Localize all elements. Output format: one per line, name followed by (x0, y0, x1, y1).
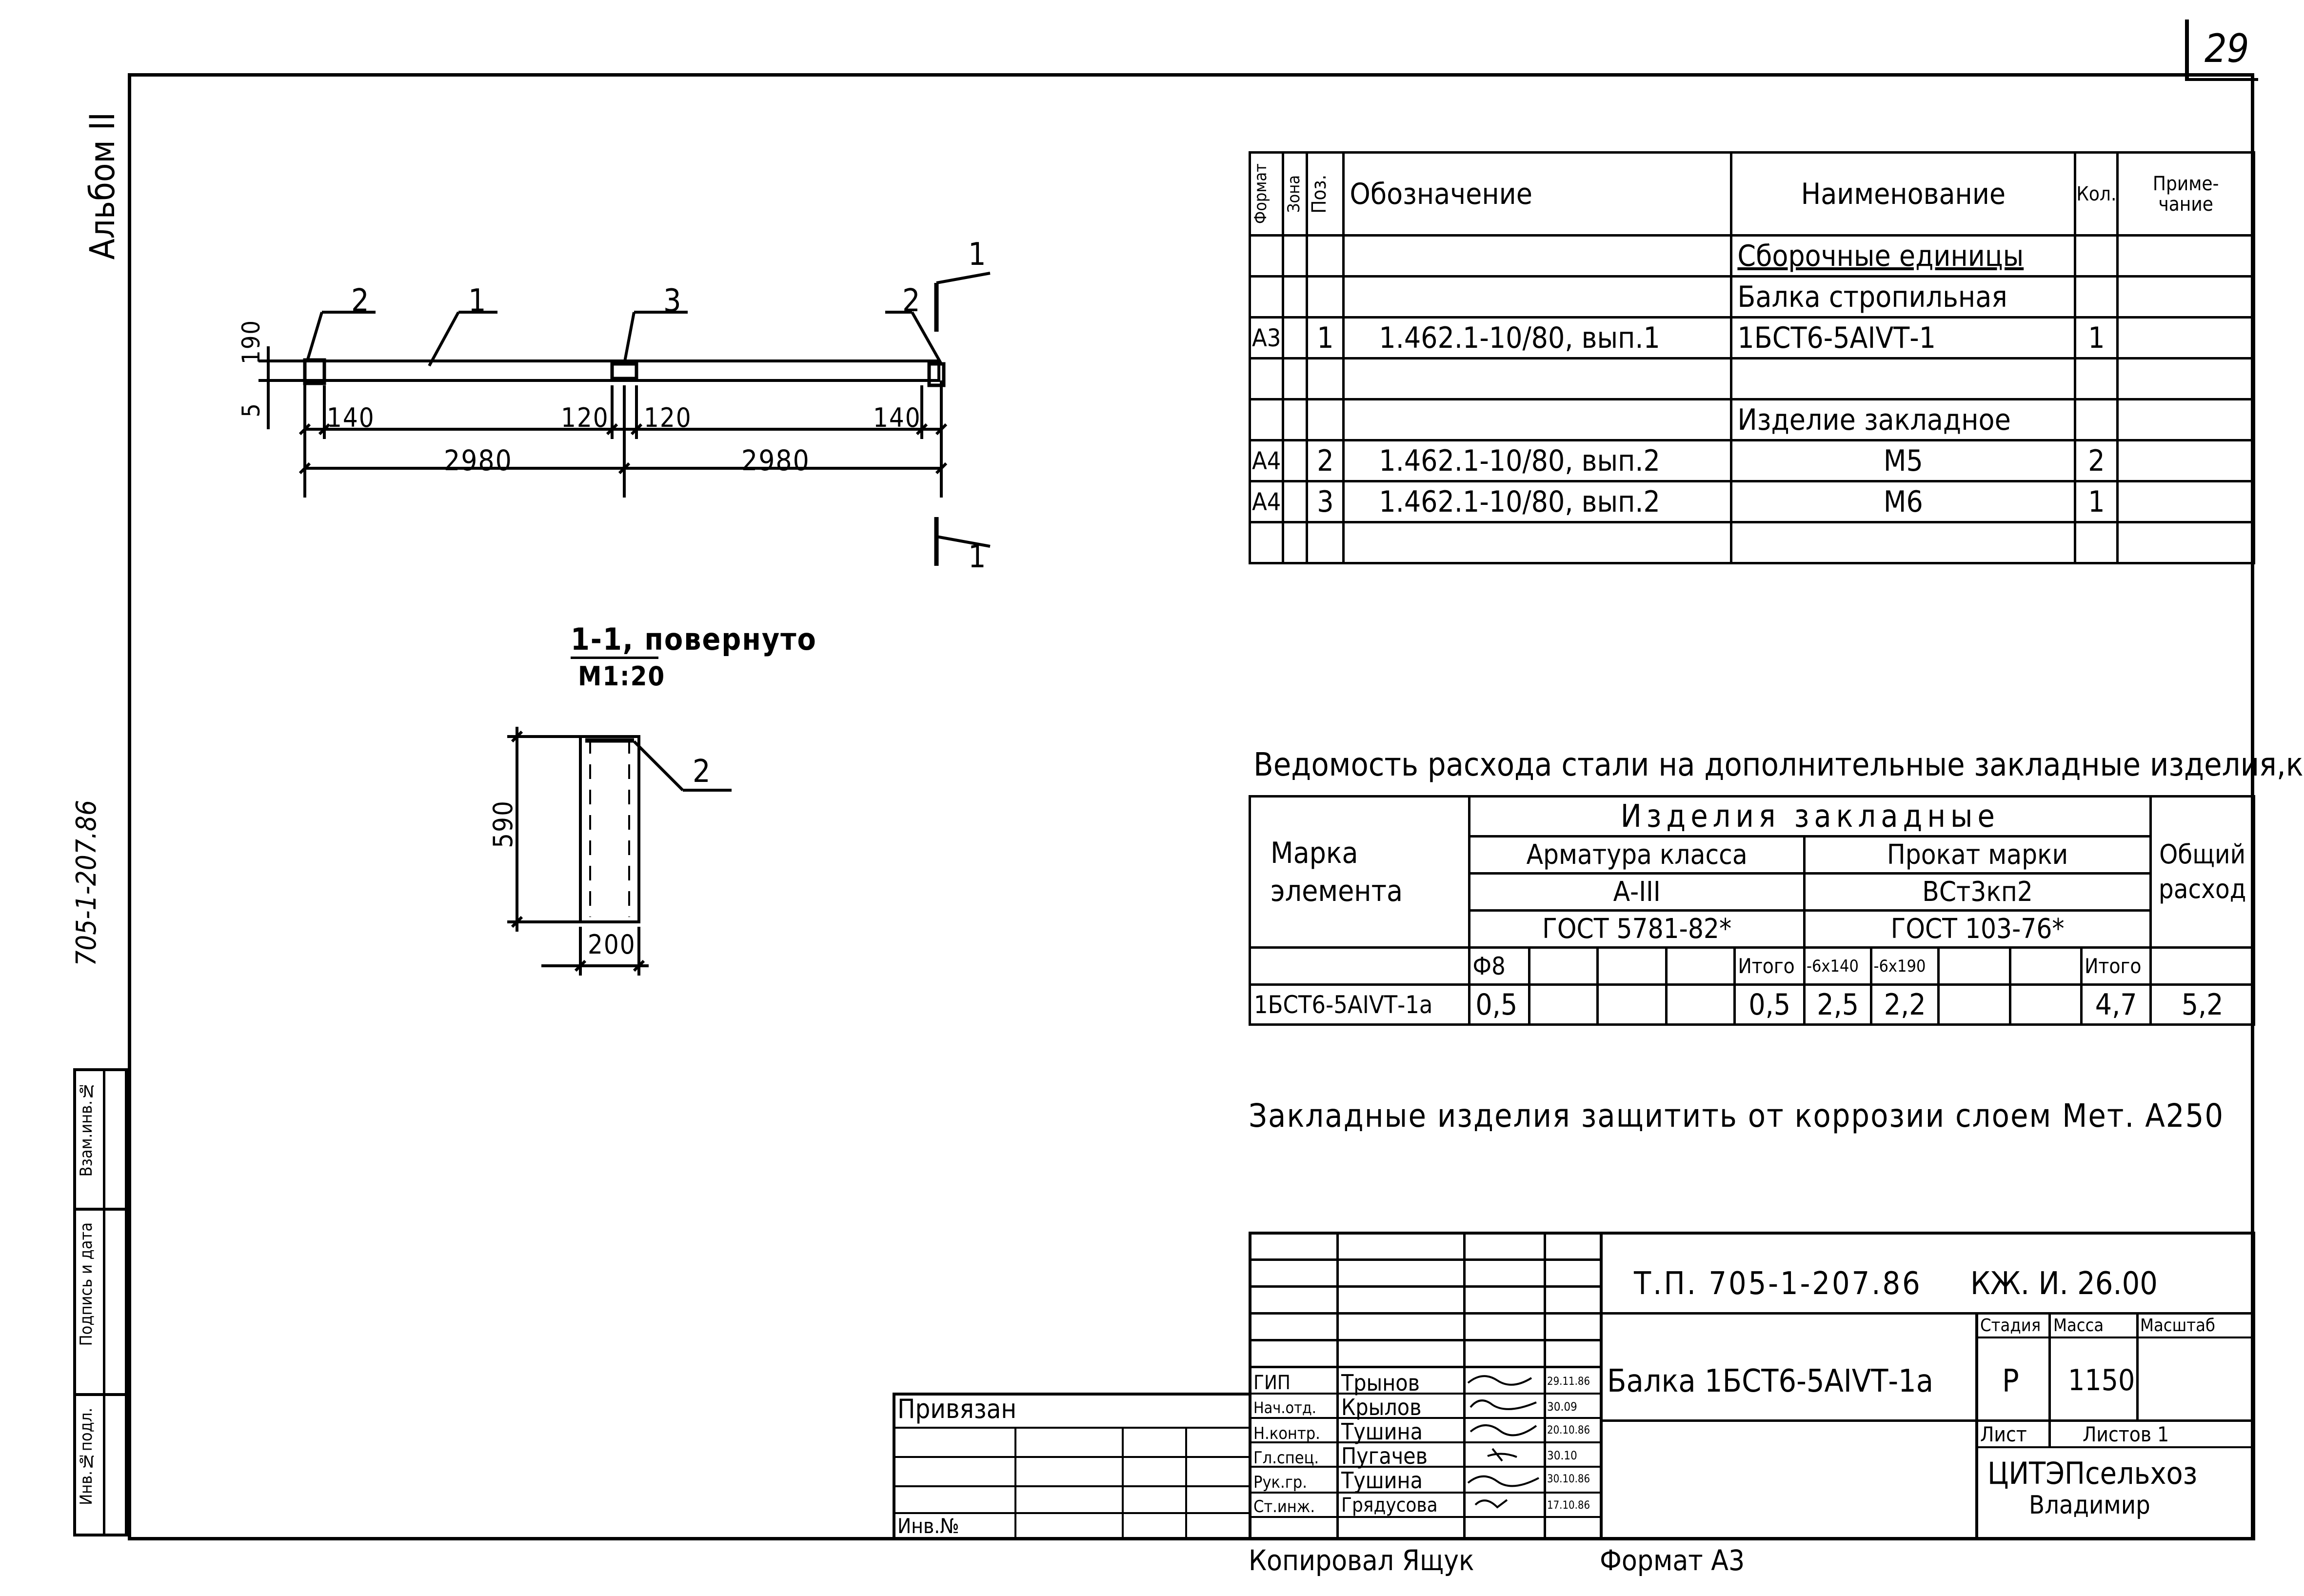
side-stamp-label: Взам.инв.№ (77, 1081, 96, 1177)
steel-data-row: 1БСТ6-5АIVТ-1а 0,5 0,5 2,5 2,2 4,7 5,2 (1248, 983, 2255, 1026)
dim-120: 120 (561, 402, 609, 433)
spec-row (1248, 521, 2255, 564)
spec-row: Балка стропильная (1248, 275, 2255, 319)
steel-profile-header: Прокат марки (1803, 835, 2152, 875)
spec-header-note: Приме- чание (2116, 151, 2255, 237)
spec-header-zone: Зона (1284, 175, 1304, 213)
spec-header-designation: Обозначение (1342, 151, 1733, 237)
spec-row (1248, 357, 2255, 400)
steel-profile-grade: ВСт3кп2 (1803, 872, 2152, 912)
dim-140: 140 (873, 402, 921, 433)
beam-callout: 3 (663, 283, 682, 319)
spec-row: А4 3 1.462.1-10/80, вып.2 М6 1 (1248, 480, 2255, 523)
corrosion-note: Закладные изделия защитить от коррозии с… (1249, 1097, 2225, 1135)
dim-190: 190 (237, 319, 265, 364)
steel-mark-header: Марка элемента (1248, 795, 1471, 949)
steel-rebar-class: Арматура класса (1468, 835, 1806, 875)
organization-city: Владимир (2029, 1491, 2150, 1520)
spec-table: Формат Зона Поз. Обозначение Наименовани… (1248, 151, 2255, 564)
side-stamp: Взам.инв.№ Подпись и дата Инв.№подл. (73, 1068, 128, 1536)
section-title: 1-1, повернуто (571, 621, 817, 657)
dim-590: 590 (488, 800, 518, 848)
sheet-number-box (2185, 20, 2189, 78)
spec-header-qty: Кол. (2074, 151, 2119, 237)
stage-label: Стадия (1980, 1316, 2041, 1336)
project-number: Т.П. 705-1-207.86 (1634, 1266, 1922, 1302)
organization: ЦИТЭПсельхоз (1987, 1456, 2198, 1491)
stage-value: Р (2002, 1363, 2019, 1399)
inventory-number-label: Инв.№ (897, 1514, 959, 1538)
section-drawing (507, 727, 732, 976)
album-label: Альбом II (82, 112, 122, 260)
spec-row: Изделие закладное (1248, 398, 2255, 441)
sheet-label: Лист (1980, 1422, 2027, 1446)
steel-subheader-row: Ф8 Итого -6х140 -6х190 Итого (1248, 946, 2255, 986)
dim-2980: 2980 (444, 444, 513, 477)
spec-header-pos: Поз. (1308, 174, 1331, 214)
scale-label: Масштаб (2140, 1316, 2215, 1336)
beam-callout: 1 (468, 283, 487, 319)
section-mark: 1 (968, 237, 987, 273)
steel-table-title: Ведомость расхода стали на дополнительны… (1253, 746, 2304, 783)
dim-200: 200 (588, 929, 636, 960)
drawing-code: КЖ. И. 26.00 (1970, 1266, 2158, 1302)
spec-header-format: Формат (1251, 163, 1271, 224)
steel-rebar-gost: ГОСТ 5781-82* (1468, 909, 1806, 949)
drawing-name: Балка 1БСТ6-5АIVТ-1а (1607, 1363, 1934, 1399)
signatures (1467, 1375, 1539, 1509)
steel-group-header: Изделия закладные (1468, 795, 2152, 838)
spec-name: Изделие закладное (1730, 398, 2077, 441)
steel-total-header: Общий расход (2149, 795, 2255, 949)
spec-row: А4 2 1.462.1-10/80, вып.2 М5 2 (1248, 439, 2255, 482)
dim-120: 120 (644, 402, 692, 433)
side-designation: 705-1-207.86 (71, 800, 102, 966)
dim-2980: 2980 (741, 444, 810, 477)
beam-callout: 2 (902, 283, 921, 319)
sheet-number-underline (2185, 78, 2258, 81)
spec-row: А3 1 1.462.1-10/80, вып.1 1БСТ6-5АIVТ-1 … (1248, 316, 2255, 359)
mass-label: Масса (2053, 1316, 2104, 1336)
copied-by: Копировал Ящук (1249, 1544, 1474, 1577)
mass-value: 1150 (2068, 1363, 2135, 1397)
steel-rebar-grade: А-III (1468, 872, 1806, 912)
spec-row: Сборочные единицы (1248, 234, 2255, 278)
side-stamp-label: Подпись и дата (77, 1222, 96, 1346)
steel-row-total: 5,2 (2149, 983, 2255, 1026)
title-block (1249, 1232, 2255, 1540)
spec-section-heading: Сборочные единицы (1730, 234, 2077, 278)
sheets-label: Листов 1 (2083, 1422, 2169, 1446)
spec-name: Балка стропильная (1730, 275, 2077, 319)
beam-drawing (258, 272, 991, 566)
spec-name: 1БСТ6-5АIVТ-1 (1730, 316, 2077, 359)
beam-callout: 2 (351, 283, 370, 319)
section-callout: 2 (693, 754, 712, 790)
section-scale: М1:20 (578, 661, 666, 692)
section-mark: 1 (968, 539, 987, 575)
privyazan-label: Привязан (897, 1394, 1017, 1424)
dim-5: 5 (237, 402, 265, 418)
paper-format: Формат А3 (1600, 1544, 1745, 1577)
side-stamp-label: Инв.№подл. (77, 1408, 96, 1505)
privyazan-block (893, 1393, 1249, 1540)
spec-header-name: Наименование (1730, 151, 2077, 237)
steel-row-mark: 1БСТ6-5АIVТ-1а (1248, 983, 1471, 1026)
dim-140: 140 (327, 402, 375, 433)
steel-table: Марка элемента Изделия закладные Общий р… (1248, 795, 2255, 1026)
sheet-number: 29 (2205, 26, 2249, 71)
steel-profile-gost: ГОСТ 103-76* (1803, 909, 2152, 949)
